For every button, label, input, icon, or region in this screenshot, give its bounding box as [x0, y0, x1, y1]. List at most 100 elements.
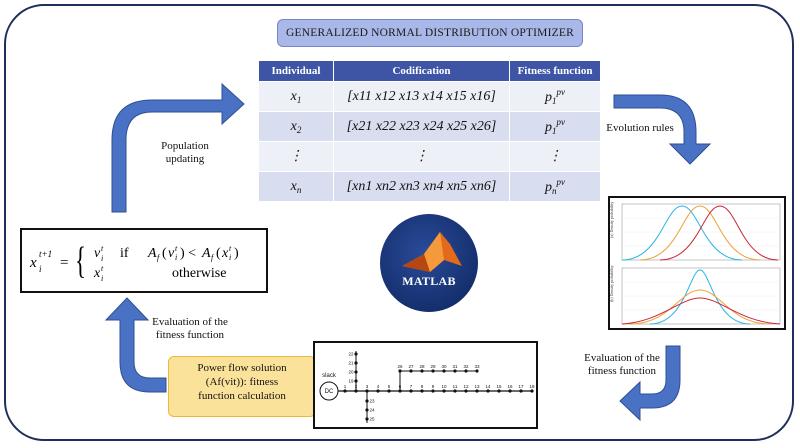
bus-label: 27: [408, 364, 414, 369]
bus-label: 9: [432, 384, 435, 389]
table-row: ⋮ ⋮ ⋮: [258, 141, 601, 172]
svg-text:x: x: [221, 246, 229, 261]
evolution-arrow: [613, 94, 712, 165]
matlab-logo: MATLAB: [380, 214, 478, 312]
bus-node: [486, 389, 490, 393]
bus-node: [464, 389, 468, 393]
diagram-title: GENERALIZED NORMAL DISTRIBUTION OPTIMIZE…: [277, 19, 583, 47]
bus-label: 32: [463, 364, 469, 369]
svg-text:f: f: [157, 253, 161, 262]
bus-node: [365, 399, 369, 403]
codification-cell: [x21 x22 x23 x24 x25 x26]: [333, 111, 510, 142]
svg-text:(b) Density probability: (b) Density probability: [610, 265, 614, 302]
curve-blue-top: [621, 205, 743, 261]
svg-text:(: (: [162, 246, 167, 261]
svg-text:t: t: [101, 264, 104, 273]
bus-node: [343, 389, 347, 393]
curve-blue-bottom: [649, 269, 751, 325]
svg-text:i: i: [101, 254, 103, 263]
bus-node: [354, 370, 358, 374]
curve-red-top: [659, 205, 779, 261]
table-row: x2 [x21 x22 x23 x24 x25 x26] p1pv: [258, 111, 601, 142]
bus-label: 3: [366, 384, 369, 389]
svg-text:f: f: [211, 253, 215, 262]
fitness-cell: p1pv: [509, 81, 601, 112]
distribution-plots: (a) Density probability (b) Density prob…: [608, 196, 786, 330]
bus-node: [398, 369, 402, 373]
table-row: x1 [x11 x12 x13 x14 x15 x16] p1pv: [258, 81, 601, 112]
bus-label: 17: [518, 384, 524, 389]
svg-text:t: t: [175, 244, 178, 253]
dc-label: DC: [325, 389, 334, 395]
bus-label: 31: [452, 364, 458, 369]
svg-text:t: t: [101, 244, 104, 253]
bus-label: 29: [430, 364, 436, 369]
bus-label: 10: [441, 384, 447, 389]
svg-text:=: =: [60, 255, 68, 271]
bus-node: [365, 408, 369, 412]
bus-label: 18: [529, 384, 535, 389]
individual-cell: x2: [258, 111, 334, 142]
bus-node: [431, 389, 435, 393]
bus-node: [431, 369, 435, 373]
curve-orange-bottom: [629, 289, 771, 325]
bus-node: [475, 389, 479, 393]
svg-text:i: i: [229, 253, 231, 262]
bus-label: 22: [348, 352, 354, 357]
bus-label: 25: [369, 417, 375, 422]
svg-text:(: (: [216, 246, 221, 261]
svg-text:v: v: [94, 246, 101, 261]
individual-cell: xn: [258, 171, 334, 202]
bus-node: [409, 369, 413, 373]
bus-label: 15: [496, 384, 502, 389]
bus-node: [442, 369, 446, 373]
svg-text:t: t: [229, 244, 232, 253]
bus-node: [497, 389, 501, 393]
svg-text:{: {: [75, 239, 86, 281]
network-svg: DCslack123456789101112131415161718192021…: [319, 351, 535, 423]
bus-label: 24: [369, 408, 375, 413]
bus-label: 26: [397, 364, 403, 369]
svg-text:v: v: [168, 246, 175, 261]
svg-text:otherwise: otherwise: [172, 266, 226, 281]
curve-orange-top: [639, 205, 761, 261]
bus-node: [354, 361, 358, 365]
power-flow-box: Power flow solution (Af(vit)): fitness f…: [168, 356, 316, 417]
bus-label: 7: [410, 384, 413, 389]
bus-label: 14: [485, 384, 491, 389]
table-header-row: Individual Codification Fitness function: [258, 60, 601, 82]
bus-node: [453, 389, 457, 393]
svg-text:x: x: [93, 266, 101, 281]
bus-node: [376, 389, 380, 393]
bus-label: 16: [507, 384, 513, 389]
svg-text:t+1: t+1: [39, 249, 52, 259]
bus-label: 1: [344, 384, 347, 389]
svg-text:x: x: [29, 255, 37, 271]
bus-label: 30: [441, 364, 447, 369]
bus-label: 19: [348, 379, 354, 384]
bus-label: 33: [474, 364, 480, 369]
bus-node: [365, 417, 369, 421]
svg-text:): ): [234, 246, 239, 261]
svg-text:(a) Density probability: (a) Density probability: [610, 202, 614, 238]
codification-cell: [xn1 xn2 xn3 xn4 xn5 xn6]: [333, 171, 510, 202]
bus-label: 23: [369, 399, 375, 404]
bus-label: 12: [463, 384, 469, 389]
bus-label: 4: [377, 384, 380, 389]
bus-label: 8: [421, 384, 424, 389]
individual-cell: ⋮: [258, 141, 334, 172]
slack-label: slack: [322, 373, 337, 379]
bus-label: 21: [348, 361, 354, 366]
fitness-cell: pnpv: [509, 171, 601, 202]
matlab-membrane-icon: [402, 232, 462, 272]
bus-node: [508, 389, 512, 393]
codification-cell: ⋮: [333, 141, 510, 172]
bus-node: [442, 389, 446, 393]
header-codification: Codification: [333, 60, 510, 82]
bus-label: 11: [453, 384, 458, 389]
bus-label: 20: [348, 370, 354, 375]
bus-node: [420, 369, 424, 373]
